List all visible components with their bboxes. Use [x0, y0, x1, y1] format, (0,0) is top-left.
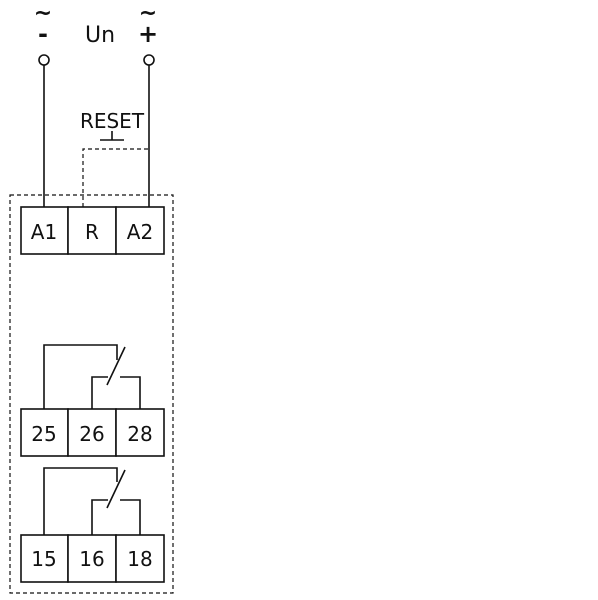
contact-2-no-wire — [120, 376, 141, 409]
supply-terminal-right — [143, 54, 155, 66]
contact-2-common-wire — [43, 344, 118, 409]
relay-contact-2 — [43, 344, 141, 409]
supply-terminal-left — [38, 54, 50, 66]
terminal-label: 28 — [127, 422, 152, 446]
terminal-label: 16 — [79, 547, 104, 571]
contact-1-common-wire — [43, 467, 118, 535]
terminal-label: A1 — [31, 220, 57, 244]
terminal-a2 — [115, 206, 165, 255]
supply-left-tilde: ~ — [34, 1, 52, 26]
terminal-label: 25 — [31, 422, 56, 446]
terminal-label: 18 — [127, 547, 152, 571]
supply-right-tilde: ~ — [139, 1, 157, 26]
contact-1-nc-wire — [91, 499, 108, 535]
terminal-label: 26 — [79, 422, 104, 446]
contact-1-switch-blade — [106, 469, 126, 509]
terminal-26 — [67, 408, 117, 457]
terminal-label: 15 — [31, 547, 56, 571]
contact-1-no-wire — [120, 499, 141, 535]
terminal-row-bottom: 15 16 18 — [20, 534, 165, 583]
supply-right-plus: + — [138, 20, 158, 48]
supply-left-minus: - — [38, 20, 48, 48]
reset-dashed-link — [82, 148, 149, 207]
reset-label: RESET — [80, 109, 145, 133]
terminal-row-middle: 25 26 28 — [20, 408, 165, 457]
terminal-28 — [115, 408, 165, 457]
supply-voltage-label: Un — [85, 23, 115, 48]
contact-2-switch-blade — [106, 346, 126, 386]
terminal-row-top: A1 R A2 — [20, 206, 165, 255]
relay-contact-1 — [43, 467, 141, 535]
terminal-label: A2 — [127, 220, 153, 244]
terminal-a1 — [20, 206, 69, 255]
terminal-18 — [115, 534, 165, 583]
terminal-r — [67, 206, 117, 255]
terminal-label: R — [85, 220, 99, 244]
contact-2-nc-wire — [91, 376, 108, 409]
